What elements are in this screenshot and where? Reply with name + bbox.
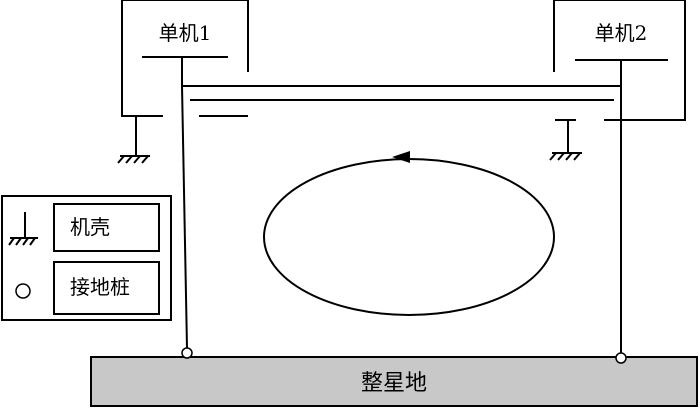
- ground-stake-1-icon: [181, 347, 193, 359]
- ground-leads: [181, 57, 622, 353]
- ground-plane: [90, 356, 698, 407]
- unit2-box: [553, 0, 686, 121]
- legend-chassis-icon: [8, 212, 38, 246]
- interconnect-cable: [182, 85, 621, 101]
- legend-stake-box: [53, 261, 160, 315]
- legend-ground-stake-label: 接地桩: [70, 275, 130, 299]
- legend-ground-stake-icon: [15, 283, 31, 299]
- legend-chassis-label: 机壳: [70, 215, 110, 239]
- unit1-chassis-ground-icon: [117, 116, 150, 164]
- unit1-label: 单机1: [159, 21, 212, 45]
- loop-direction-arrow-icon: [392, 151, 410, 163]
- legend-chassis-box: [53, 203, 160, 252]
- ground-stake-2-icon: [615, 352, 627, 364]
- ground-loop: [263, 158, 555, 316]
- ground-plane-label: 整星地: [361, 371, 427, 396]
- legend: 机壳 接地桩: [1, 195, 172, 321]
- unit1-box: [121, 0, 249, 117]
- unit2-chassis-ground-icon: [549, 120, 582, 161]
- unit2-label: 单机2: [595, 21, 648, 45]
